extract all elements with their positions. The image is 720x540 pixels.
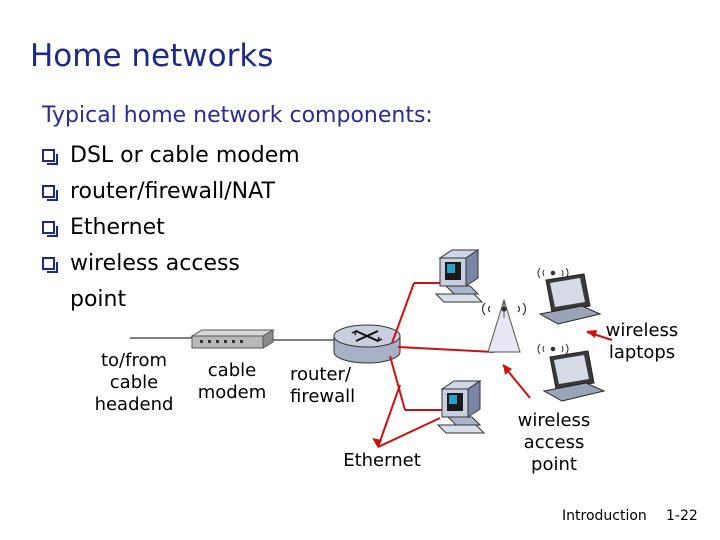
desktop-computer-icon [434,249,484,303]
slide-subtitle: Typical home network components: [42,103,433,128]
slide-title: Home networks [30,38,274,74]
laptop-icon [542,350,606,402]
wireless-signal-icon [481,302,527,316]
router-to-bottom-host-link [389,355,406,411]
router-label: router/ firewall [290,364,356,407]
wireless-signal-icon [537,343,569,355]
ethernet-arrow-line-2 [377,417,441,448]
router-to-ap-link [397,346,495,353]
checkbox-bullet-icon [42,221,58,237]
bullet-list: DSL or cable modem router/firewall/NAT E… [42,138,300,318]
cable-modem-label: cable modem [197,360,267,403]
wireless-laptops-label: wireless laptops [605,320,679,363]
checkbox-bullet-icon [42,185,58,201]
bullet-item: Ethernet [42,210,300,246]
laptop-icon [538,273,602,325]
cable-modem-icon [190,329,275,349]
access-point-label: wireless access point [517,410,591,475]
desktop-computer-icon [436,380,486,434]
bullet-continuation: point [70,287,127,312]
bullet-item: DSL or cable modem [42,138,300,174]
footer-section: Introduction [562,508,647,524]
checkbox-bullet-icon [42,257,58,273]
bullet-item: wireless access [42,246,300,282]
footer-page-number: 1-22 [666,508,698,524]
checkbox-bullet-icon [42,149,58,165]
headend-label: to/from cable headend [94,350,174,415]
ethernet-arrow-line-1 [377,384,401,448]
router-to-top-host-link [391,282,415,344]
bullet-item: router/firewall/NAT [42,174,300,210]
ethernet-label: Ethernet [343,450,421,471]
router-icon [333,324,401,364]
ethernet-arrowhead [372,438,382,448]
wireless-signal-icon [537,267,569,279]
